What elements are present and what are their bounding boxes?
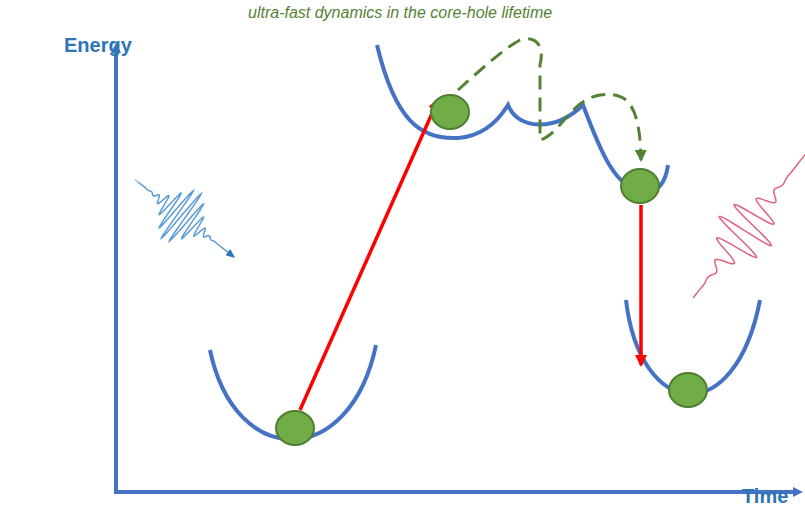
wavepacket-ball: [276, 411, 314, 445]
xray-pulse: [120, 159, 253, 281]
excitation-arrow: [300, 100, 438, 410]
wavepacket-ball: [621, 169, 659, 203]
dynamics-path: [458, 39, 641, 160]
time-axis: [114, 490, 798, 494]
emitted-pulse: [670, 122, 805, 316]
axis-label: Energy: [64, 34, 132, 57]
axis-label: Time: [742, 485, 788, 508]
energy-axis: [114, 48, 118, 492]
wavepacket-ball: [669, 373, 707, 407]
core-excited-well: [377, 45, 668, 192]
annotation: ultra-fast dynamics in the core-hole lif…: [248, 4, 552, 22]
wavepacket-ball: [431, 95, 469, 129]
decay-arrow: [639, 205, 643, 365]
